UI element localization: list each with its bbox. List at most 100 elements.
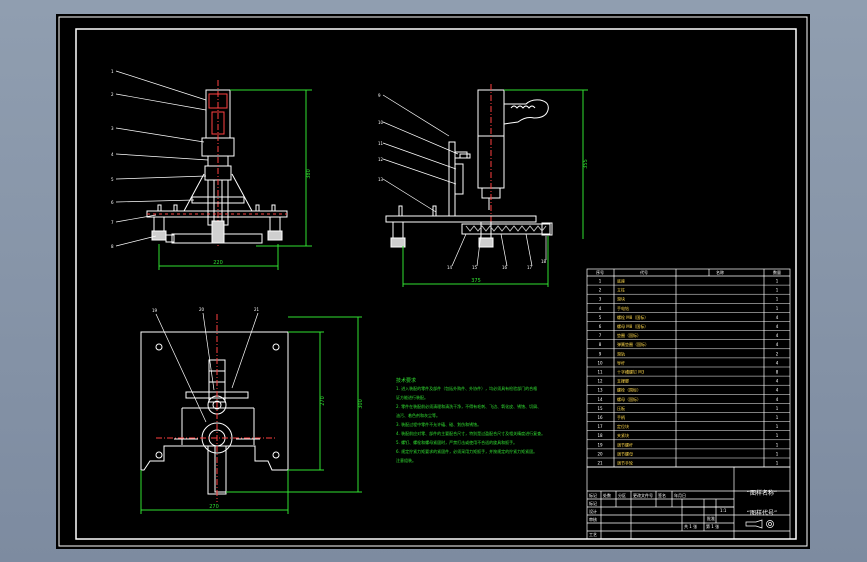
title-block-header-cell: 分区 bbox=[618, 492, 626, 498]
parts-row-qty: 1 bbox=[776, 451, 779, 456]
tech-req-line: 4. 装配前应对零、部件的主要配合尺寸，特别是过盈配合尺寸及相关精度进行复查。 bbox=[396, 430, 545, 436]
balloon-label: 5 bbox=[111, 177, 114, 182]
parts-row-qty: 1 bbox=[776, 442, 779, 447]
tech-req-title: 技术要求 bbox=[396, 377, 416, 384]
parts-row-name: 调节手轮 bbox=[617, 460, 633, 466]
sheet-inner-border bbox=[75, 28, 797, 540]
front-height-dim: 380 bbox=[306, 169, 312, 179]
parts-row-no: 8 bbox=[599, 342, 602, 347]
parts-row-no: 20 bbox=[597, 451, 603, 456]
tech-req-line: 1. 进入装配的零件及部件（包括外购件、外协件），均必须具有检验部门的合格 bbox=[396, 385, 537, 391]
title-block-header-cell: 签名 bbox=[658, 492, 666, 498]
balloon-label: 21 bbox=[254, 307, 260, 312]
parts-row-no: 4 bbox=[599, 306, 602, 311]
leader-line bbox=[525, 233, 533, 267]
title-block-row-label: 审核 bbox=[589, 516, 597, 522]
leader-line bbox=[382, 158, 457, 185]
balloon-label: 20 bbox=[199, 307, 205, 312]
balloon-label: 18 bbox=[541, 259, 547, 264]
title-block-row-label: 设计 bbox=[589, 508, 597, 514]
parts-row-name: 垫圈（国标） bbox=[617, 332, 641, 338]
parts-row-name: 十字槽螺钉 M3 bbox=[617, 369, 645, 375]
top-view bbox=[140, 314, 289, 502]
leader-line bbox=[231, 312, 259, 389]
parts-row-no: 17 bbox=[597, 424, 603, 429]
parts-row-name: 滑轨 bbox=[617, 350, 625, 356]
sheet-outer-border bbox=[58, 16, 808, 547]
parts-row-qty: 1 bbox=[776, 406, 779, 411]
parts-row-qty: 1 bbox=[776, 297, 779, 302]
parts-row-no: 5 bbox=[599, 315, 602, 320]
tech-requirements: 技术要求 1. 进入装配的零件及部件（包括外购件、外协件），均必须具有检验部门的… bbox=[396, 377, 545, 463]
front-view-dims bbox=[158, 89, 312, 270]
leader-line bbox=[476, 233, 482, 267]
leader-line bbox=[451, 233, 467, 267]
parts-row-qty: 8 bbox=[776, 370, 779, 375]
parts-row-no: 16 bbox=[597, 415, 603, 420]
top-width-dim: 270 bbox=[209, 504, 219, 510]
top-height-dim-2: 300 bbox=[358, 399, 364, 409]
parts-row-no: 10 bbox=[597, 360, 603, 365]
balloon-label: 9 bbox=[378, 93, 381, 98]
balloon-label: 19 bbox=[152, 308, 158, 313]
leader-line bbox=[382, 121, 459, 155]
parts-header-cell: 序号 bbox=[596, 269, 604, 275]
tech-req-line: 油污、着色剂和灰尘等。 bbox=[396, 412, 440, 418]
parts-row-name: 螺栓 M8（国标） bbox=[617, 314, 648, 320]
approve-label: 批准 bbox=[707, 515, 715, 521]
parts-row-name: 螺栓（国标） bbox=[617, 387, 641, 393]
parts-row-qty: 4 bbox=[776, 388, 779, 393]
parts-row-name: 夹紧块 bbox=[617, 432, 629, 438]
leader-line bbox=[115, 199, 195, 203]
front-view bbox=[146, 80, 288, 246]
balloon-label: 14 bbox=[447, 265, 453, 270]
title-block-header-cell: 处数 bbox=[603, 492, 611, 498]
front-width-dim: 220 bbox=[213, 260, 223, 266]
parts-list-header: 序号代号名称数量 bbox=[596, 269, 781, 275]
parts-row-name: 立柱 bbox=[617, 287, 625, 293]
parts-row-name: 调节螺母 bbox=[617, 450, 633, 456]
leader-line bbox=[115, 235, 157, 247]
balloon-label: 17 bbox=[527, 265, 533, 270]
top-view-dims bbox=[140, 316, 362, 514]
parts-row-name: 滑块 bbox=[617, 296, 625, 302]
title-block-row-label: 工艺 bbox=[589, 532, 597, 537]
parts-row-qty: 4 bbox=[776, 397, 779, 402]
balloon-label: 10 bbox=[378, 120, 384, 125]
parts-row-name: 支撑脚 bbox=[617, 378, 629, 384]
parts-row-no: 12 bbox=[597, 379, 603, 384]
parts-row-qty: 1 bbox=[776, 424, 779, 429]
leader-line bbox=[115, 175, 207, 180]
parts-row-name: 弹簧垫圈（国标） bbox=[617, 341, 649, 347]
tech-req-line: 证方能进行装配。 bbox=[396, 394, 428, 400]
parts-row-no: 13 bbox=[597, 388, 603, 393]
title-block bbox=[586, 466, 791, 540]
parts-row-name: 底座 bbox=[617, 278, 625, 284]
parts-row-no: 19 bbox=[597, 442, 603, 447]
parts-row-qty: 1 bbox=[776, 461, 779, 466]
balloon-label: 8 bbox=[111, 244, 114, 249]
parts-row-no: 3 bbox=[599, 297, 602, 302]
drawing-name-field[interactable]: “图样名称” bbox=[747, 489, 777, 497]
side-height-dim: 355 bbox=[583, 159, 589, 169]
balloon-label: 4 bbox=[111, 152, 114, 157]
sheet-number: 第 1 张 bbox=[706, 523, 719, 529]
projection-symbol bbox=[745, 519, 774, 529]
parts-row-qty: 4 bbox=[776, 333, 779, 338]
title-block-header-cell: 标记 bbox=[589, 492, 597, 498]
title-block-header: 标记处数分区更改文件号签名年月日 bbox=[589, 492, 686, 498]
parts-row-no: 7 bbox=[599, 333, 602, 338]
leader-line bbox=[115, 127, 205, 143]
balloon-label: 6 bbox=[111, 200, 114, 205]
leader-line bbox=[202, 312, 215, 391]
drawing-code-field[interactable]: “图样代号” bbox=[747, 509, 777, 517]
balloon-label: 13 bbox=[378, 177, 384, 182]
top-leaders: 19 20 21 bbox=[152, 307, 260, 423]
title-block-header-cell: 年月日 bbox=[674, 492, 686, 498]
top-height-dim: 270 bbox=[320, 396, 326, 406]
parts-row-no: 11 bbox=[597, 370, 603, 375]
parts-header-cell: 名称 bbox=[716, 269, 724, 275]
